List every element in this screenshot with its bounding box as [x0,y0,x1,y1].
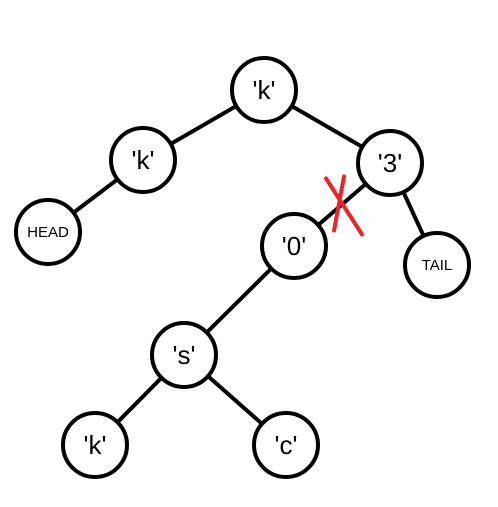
node-label-s: 's' [173,340,196,370]
node-circle-left [109,126,177,194]
node-circle-s [150,321,218,389]
cut-mark-stroke-1 [324,176,364,237]
node-circle-tail [403,231,471,299]
nodes-layer: 'k' 'k' '3' HEAD '0' TAIL 's' 'k' 'c' [14,56,471,479]
node-circle-zero [260,212,328,280]
node-label-zero: '0' [282,231,306,261]
node-circle-right [356,129,424,197]
node-circle-kleaf [61,411,129,479]
node-circle-head [14,198,82,266]
node-label-root: 'k' [253,75,276,105]
node-circle-cleaf [252,411,320,479]
node-left: 'k' [109,126,177,194]
node-kleaf: 'k' [61,411,129,479]
node-s: 's' [150,321,218,389]
cut-mark-stroke-2 [332,174,346,233]
node-label-kleaf: 'k' [84,430,107,460]
node-head: HEAD [14,198,82,266]
node-right: '3' [356,129,424,197]
node-tail: TAIL [403,231,471,299]
node-zero: '0' [260,212,328,280]
node-label-right: '3' [378,148,402,178]
node-label-left: 'k' [132,145,155,175]
node-label-cleaf: 'c' [275,430,298,460]
node-root: 'k' [230,56,298,124]
node-circle-root [230,56,298,124]
cut-mark-layer [324,174,364,237]
node-cleaf: 'c' [252,411,320,479]
node-label-head: HEAD [27,224,69,241]
node-label-tail: TAIL [422,257,453,274]
